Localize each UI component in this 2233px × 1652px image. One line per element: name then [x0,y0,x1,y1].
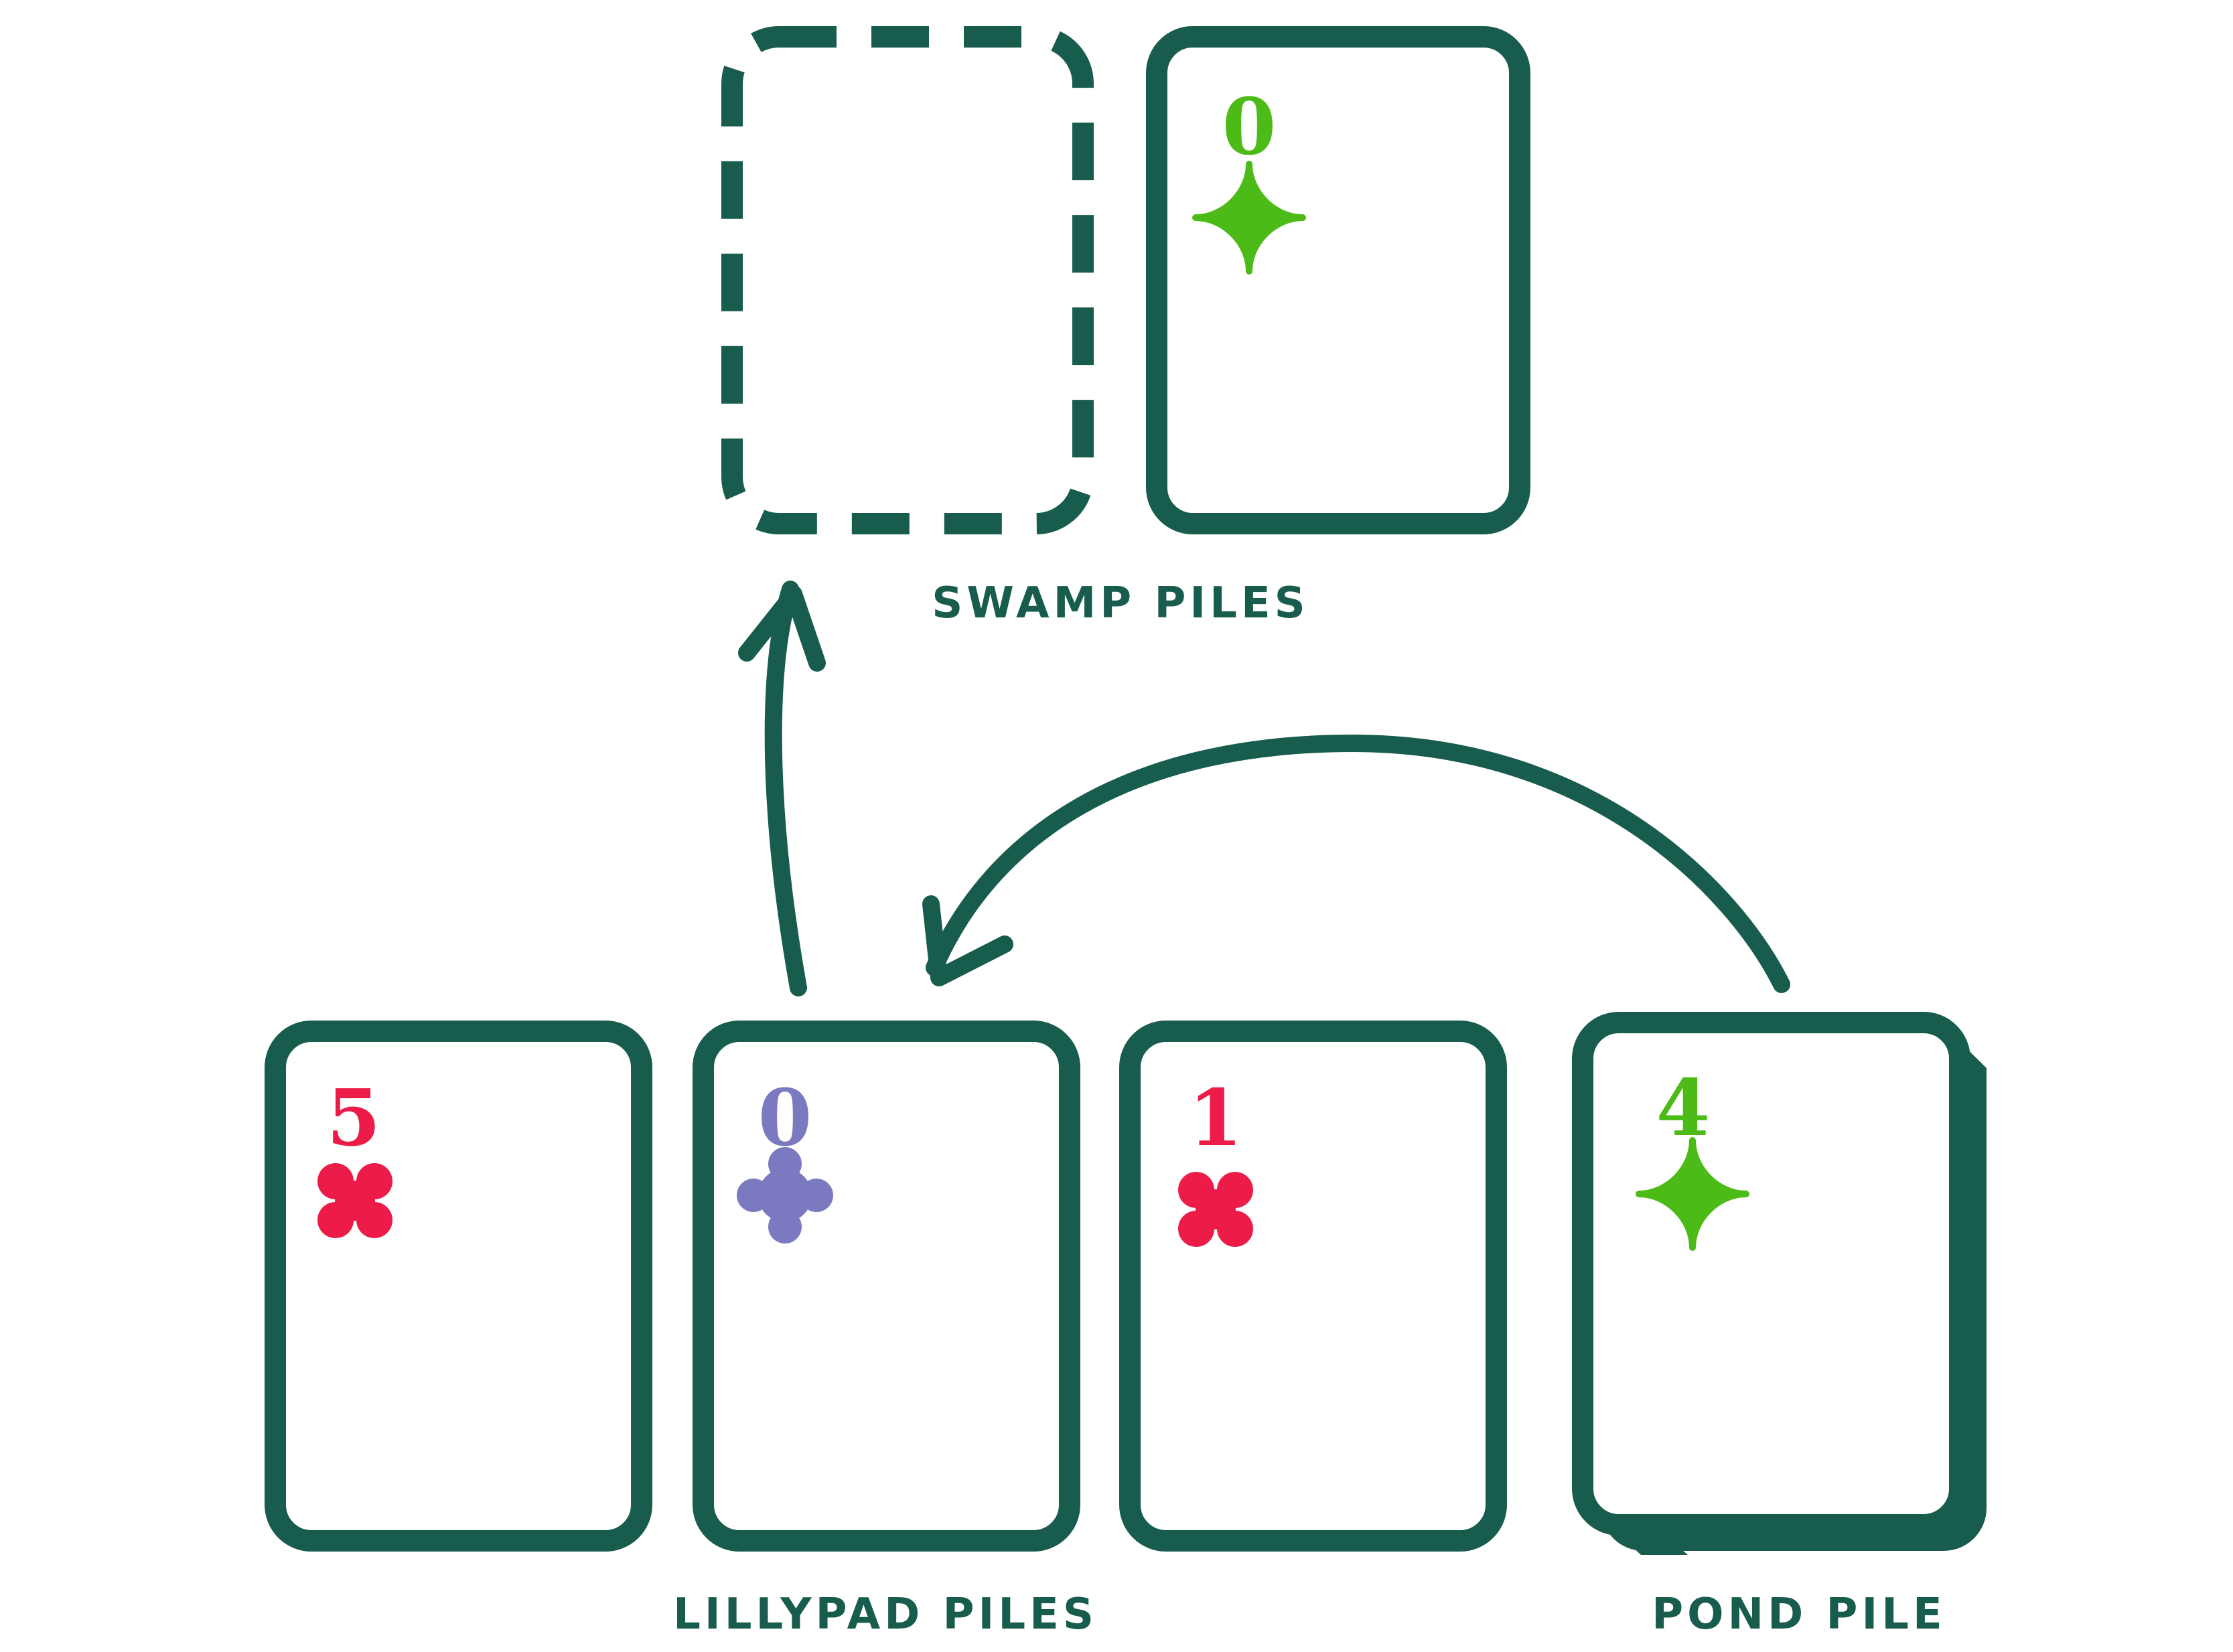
lillypad-card-1[interactable]: 5 [265,1021,652,1552]
swamp-card[interactable]: 0 [1146,26,1530,534]
swamp-empty-slot[interactable] [721,26,1094,534]
swamp-piles-label: SWAMP PILES [932,579,1309,628]
arrow-pond-to-lillypad [922,735,1790,993]
pond-card-rank: 4 [1656,1063,1711,1154]
pond-pile[interactable]: 4 [1572,1012,1987,1555]
lillypad-card-2[interactable]: 0 [693,1021,1080,1552]
arrow-lillypad-to-swamp [738,581,826,996]
lillypad-piles-label: LILLYPAD PILES [673,1590,1098,1639]
lillypad-card-3-rank: 1 [1189,1073,1243,1164]
lillypad-card-1-rank: 5 [327,1073,381,1164]
lillypad-card-3[interactable]: 1 [1119,1021,1507,1552]
swamp-card-rank: 0 [1222,82,1277,173]
pond-pile-label: POND PILE [1652,1590,1946,1639]
